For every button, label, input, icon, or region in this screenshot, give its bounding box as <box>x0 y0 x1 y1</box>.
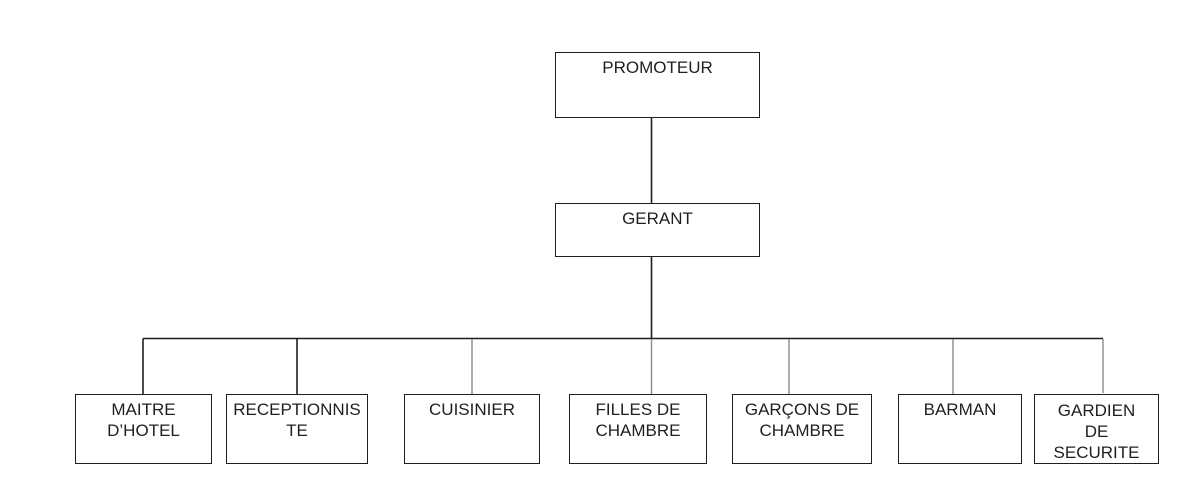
node-gardien-de-securite: GARDIEN DE SECURITE <box>1034 394 1159 464</box>
node-maitre-dhotel-label: MAITRE D’HOTEL <box>107 400 180 440</box>
node-gardien-de-securite-label: GARDIEN DE SECURITE <box>1053 401 1140 462</box>
node-garcons-de-chambre: GARÇONS DE CHAMBRE <box>732 394 872 464</box>
node-receptionniste: RECEPTIONNIS TE <box>226 394 368 464</box>
node-maitre-dhotel: MAITRE D’HOTEL <box>75 394 212 464</box>
node-filles-de-chambre: FILLES DE CHAMBRE <box>569 394 707 464</box>
node-cuisinier-label: CUISINIER <box>429 400 515 419</box>
node-barman: BARMAN <box>898 394 1022 464</box>
node-promoteur-label: PROMOTEUR <box>602 58 713 77</box>
node-barman-label: BARMAN <box>923 400 997 419</box>
node-gerant-label: GERANT <box>622 209 693 228</box>
node-garcons-de-chambre-label: GARÇONS DE CHAMBRE <box>744 400 860 440</box>
node-receptionniste-label: RECEPTIONNIS TE <box>233 400 361 440</box>
node-promoteur: PROMOTEUR <box>555 52 760 118</box>
node-gerant: GERANT <box>555 203 760 257</box>
node-filles-de-chambre-label: FILLES DE CHAMBRE <box>595 400 681 440</box>
node-cuisinier: CUISINIER <box>404 394 540 464</box>
